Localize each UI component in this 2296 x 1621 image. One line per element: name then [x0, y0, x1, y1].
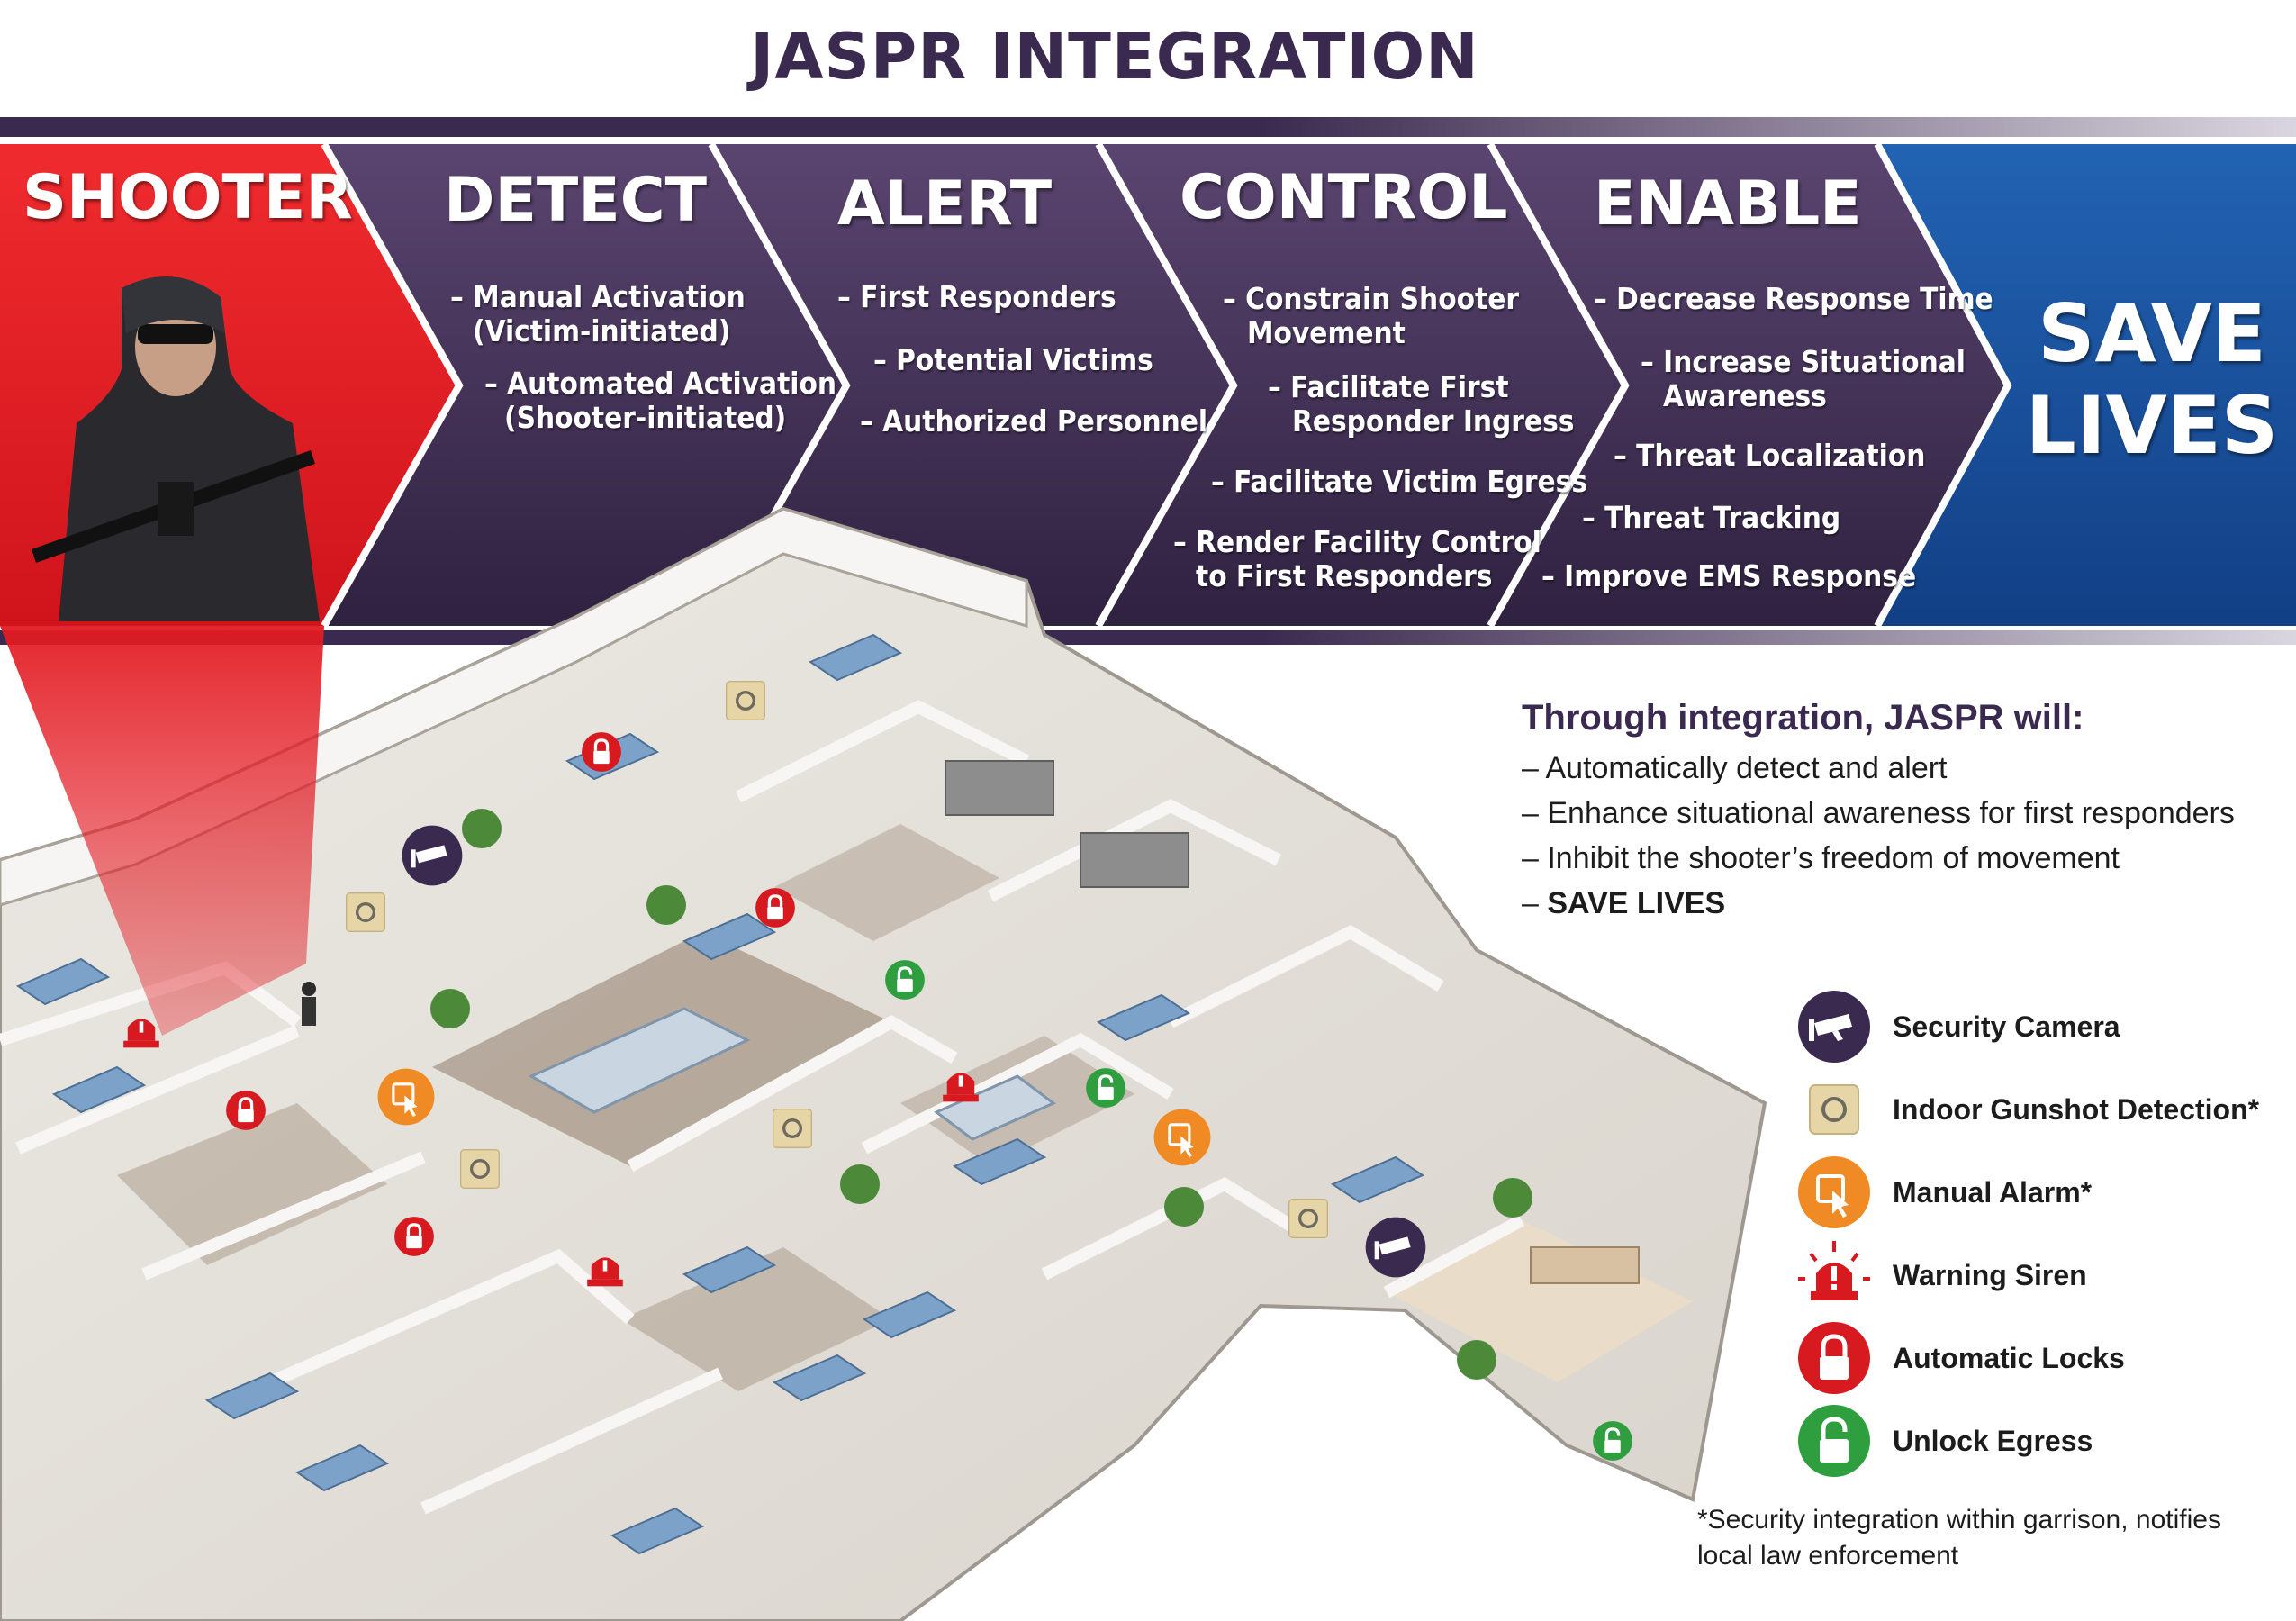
legend-item-manual-alarm: Manual Alarm* — [1796, 1152, 2092, 1233]
cubicle-desks — [15, 633, 1425, 1555]
control-item: Movement — [1247, 315, 1406, 350]
legend-item-siren: Warning Siren — [1796, 1235, 2087, 1316]
warning-siren-icon — [587, 1257, 623, 1287]
gunshot-detector-icon — [773, 1109, 812, 1148]
detect-item: (Victim-initiated) — [473, 313, 731, 349]
legend-label: Manual Alarm* — [1893, 1175, 2093, 1209]
lock-icon — [394, 1217, 434, 1256]
footnote: *Security integration within garrison, n… — [1697, 1505, 2221, 1571]
manual-alarm-icon — [1798, 1156, 1870, 1228]
control-item: – Render Facility Control — [1173, 524, 1541, 559]
legend-item-unlock: Unlock Egress — [1796, 1400, 2093, 1481]
benefit-final-label: SAVE LIVES — [1547, 886, 1726, 920]
stage-title-shooter: SHOOTER — [23, 162, 353, 233]
lock-icon — [1798, 1322, 1870, 1394]
office-area — [117, 1103, 387, 1265]
legend-label: Security Camera — [1893, 1010, 2120, 1043]
detect-item: – Manual Activation — [450, 279, 746, 314]
lives-word: LIVES — [2025, 379, 2279, 472]
gunshot-detector-icon — [460, 1149, 500, 1189]
conference-table — [528, 1007, 751, 1114]
unlock-icon — [1593, 1421, 1632, 1461]
lock-icon — [755, 888, 795, 928]
manual-alarm-icon — [1153, 1109, 1211, 1166]
enable-item: – Threat Localization — [1614, 438, 1926, 473]
legend-label: Warning Siren — [1893, 1258, 2087, 1291]
enable-item: – Decrease Response Time — [1594, 281, 1993, 316]
benefit-item: – Automatically detect and alert — [1522, 751, 1948, 785]
benefits-heading: Through integration, JASPR will: — [1522, 698, 2084, 738]
control-item: – Constrain Shooter — [1223, 281, 1519, 316]
lock-icon — [226, 1091, 266, 1130]
gunshot-detector-icon — [346, 892, 385, 932]
warning-siren-icon — [1798, 1241, 1870, 1300]
save-word: SAVE — [2038, 287, 2266, 380]
unlock-icon — [885, 960, 925, 1000]
detect-item: (Shooter-initiated) — [504, 400, 787, 435]
manual-alarm-icon — [377, 1068, 435, 1126]
shooter-image — [32, 276, 320, 621]
gunshot-detector-icon — [1288, 1199, 1328, 1238]
control-item: – Facilitate Victim Egress — [1211, 464, 1588, 499]
enable-item: – Increase Situational — [1641, 344, 1966, 379]
benefit-item-final: – SAVE LIVES — [1522, 881, 2269, 926]
control-item: Responder Ingress — [1292, 403, 1575, 439]
security-camera-icon — [402, 825, 463, 886]
gunshot-detector-icon — [726, 681, 765, 720]
security-camera-icon — [1365, 1217, 1426, 1278]
alert-item: – First Responders — [837, 279, 1116, 314]
control-item: – Facilitate First — [1268, 369, 1509, 404]
chevron-divider — [321, 144, 464, 628]
warning-siren-icon — [943, 1073, 979, 1102]
interior-walls — [0, 700, 1525, 1515]
unlock-icon — [1086, 1068, 1125, 1108]
legend-label: Automatic Locks — [1893, 1341, 2125, 1374]
chevron-divider — [1487, 144, 1630, 628]
top-divider — [0, 117, 2296, 137]
stage-title-enable: ENABLE — [1594, 168, 1862, 240]
stage-title-detect: DETECT — [444, 165, 708, 236]
detect-item: – Automated Activation — [484, 366, 836, 401]
chevron-divider — [1095, 144, 1238, 628]
chevron-divider — [1874, 144, 2012, 628]
floor-plan-illustration — [0, 506, 1767, 1621]
stage-title-control: CONTROL — [1180, 162, 1508, 233]
office-area — [774, 824, 999, 941]
shooter-spotlight — [0, 626, 324, 1036]
shooter-figure — [302, 982, 316, 1026]
enable-item: – Threat Tracking — [1582, 500, 1841, 535]
filing-cabinets — [945, 760, 1189, 888]
stage-title-alert: ALERT — [837, 168, 1053, 240]
enable-item: – Improve EMS Response — [1541, 558, 1917, 593]
plants — [430, 809, 1532, 1380]
legend-item-gunshot: Indoor Gunshot Detection* — [1796, 1069, 2259, 1150]
page-title: JASPR INTEGRATION — [750, 20, 1479, 94]
warning-siren-icon — [123, 1019, 159, 1048]
benefits-panel: Through integration, JASPR will: – Autom… — [1522, 698, 2269, 926]
benefit-item: – Inhibit the shooter’s freedom of movem… — [1522, 841, 2120, 875]
control-item: to First Responders — [1196, 558, 1493, 593]
benefit-final-dash: – — [1522, 886, 1548, 920]
save-lives-text: SAVE LIVES — [2008, 288, 2296, 472]
office-area — [621, 1247, 891, 1391]
legend-label: Unlock Egress — [1893, 1424, 2093, 1457]
enable-item: Awareness — [1663, 378, 1827, 413]
gunshot-detector-icon — [1809, 1084, 1859, 1135]
sofa — [1530, 1246, 1640, 1284]
legend-label: Indoor Gunshot Detection* — [1893, 1092, 2260, 1126]
save-lives-panel — [1877, 144, 2296, 626]
alert-item: – Potential Victims — [873, 342, 1153, 377]
meeting-table — [934, 1074, 1056, 1141]
benefit-item: – Enhance situational awareness for firs… — [1522, 796, 2235, 830]
unlock-icon — [1798, 1405, 1870, 1477]
lounge-room — [1387, 1220, 1693, 1382]
security-camera-icon — [1798, 991, 1870, 1063]
legend-item-lock: Automatic Locks — [1796, 1318, 2125, 1399]
legend-item-camera: Security Camera — [1796, 986, 2120, 1067]
alert-item: – Authorized Personnel — [860, 403, 1208, 439]
lock-icon — [582, 732, 621, 772]
